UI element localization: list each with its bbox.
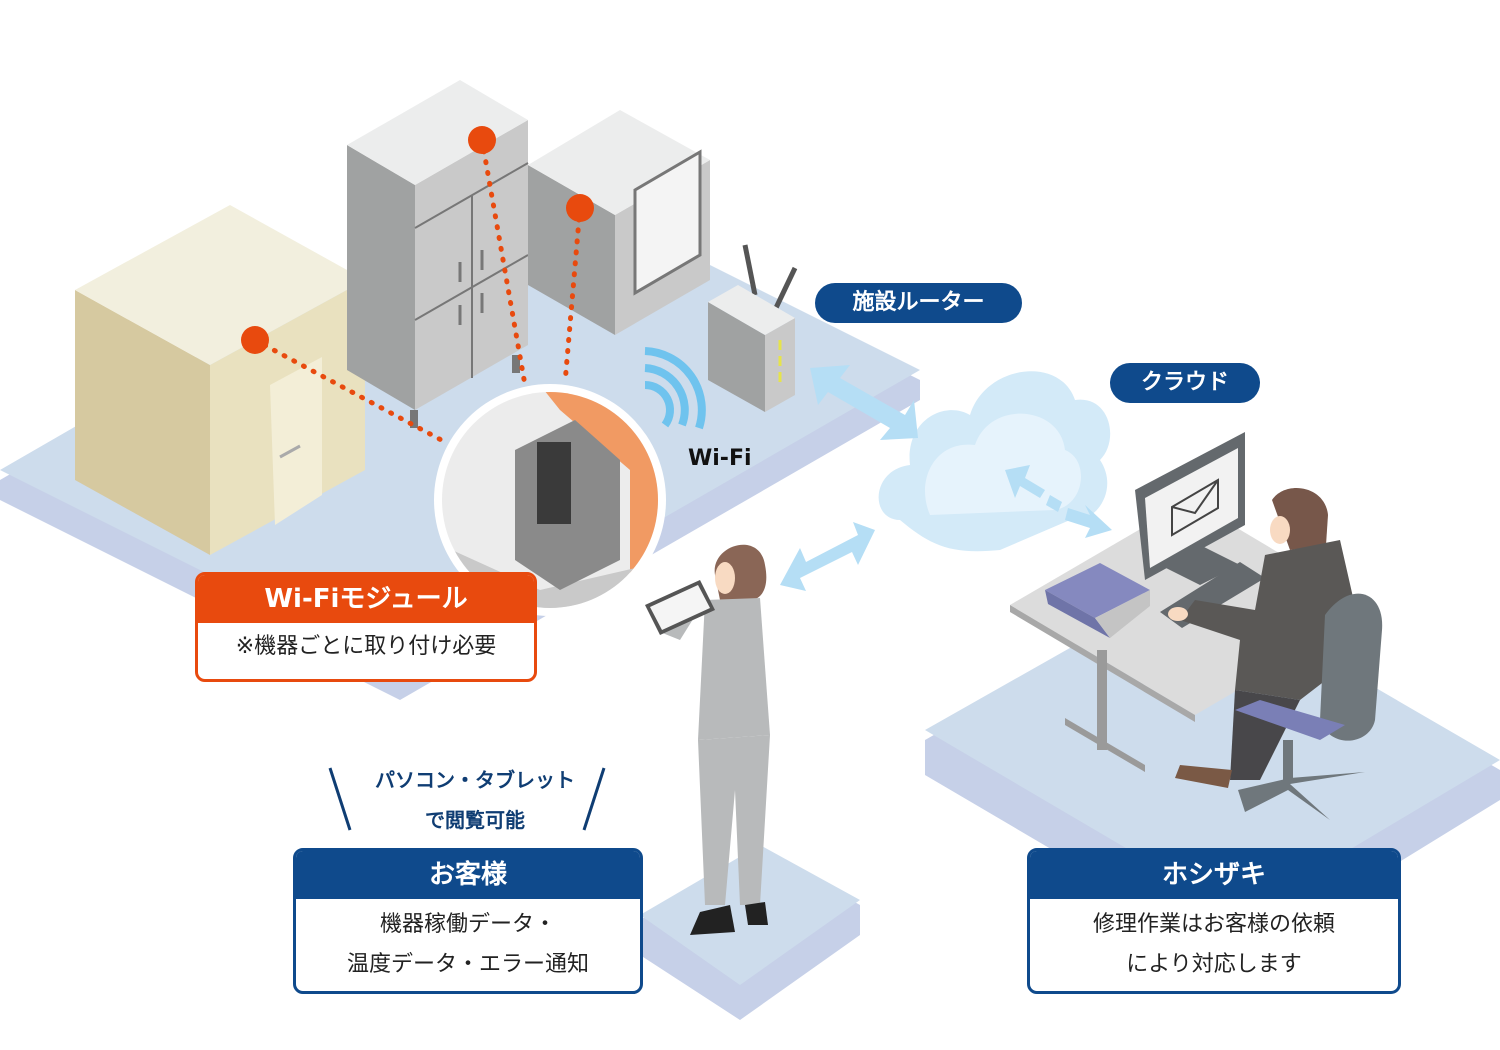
computer-monitor: [1135, 432, 1245, 585]
viewing-note: パソコン・タブレット で閲覧可能: [340, 760, 610, 840]
customer-title: お客様: [296, 851, 640, 899]
hoshizaki-title: ホシザキ: [1030, 851, 1398, 899]
wifi-module-title: Wi-Fiモジュール: [198, 575, 534, 623]
note-brackets: [328, 767, 606, 831]
viewing-note-line1: パソコン・タブレット: [375, 768, 575, 792]
module-connection-lines: [252, 137, 583, 445]
router-cloud-arrow: [810, 365, 918, 440]
module-location-markers: [241, 126, 594, 354]
wifi-module-note: ※機器ごとに取り付け必要: [235, 634, 497, 659]
cloud-label: クラウド: [1110, 363, 1260, 403]
viewing-note-line2: で閲覧可能: [425, 808, 525, 832]
customer-line2: 温度データ・エラー通知: [346, 952, 589, 977]
cloud-office-arrow: [1005, 465, 1112, 538]
wifi-module-box: Wi-Fiモジュール ※機器ごとに取り付け必要: [195, 572, 537, 682]
wifi-label: Wi-Fi: [688, 446, 752, 471]
hoshizaki-line2: により対応します: [1126, 952, 1302, 977]
router-label: 施設ルーター: [815, 283, 1022, 323]
customer-person: [645, 544, 770, 935]
mail-icon: [1171, 478, 1219, 537]
customer-line1: 機器稼働データ・: [379, 912, 556, 937]
wifi-signal-icon: [644, 347, 706, 430]
reach-in-refrigerator: [347, 80, 529, 428]
router-device: [708, 244, 798, 412]
customer-box: お客様 機器稼働データ・ 温度データ・エラー通知: [293, 848, 643, 994]
binder: [1045, 563, 1150, 638]
hoshizaki-line1: 修理作業はお客様の依頼: [1092, 912, 1335, 937]
office-chair: [1235, 593, 1383, 820]
customer-cloud-arrow: [780, 522, 875, 591]
hoshizaki-box: ホシザキ 修理作業はお客様の依頼 により対応します: [1027, 848, 1401, 994]
